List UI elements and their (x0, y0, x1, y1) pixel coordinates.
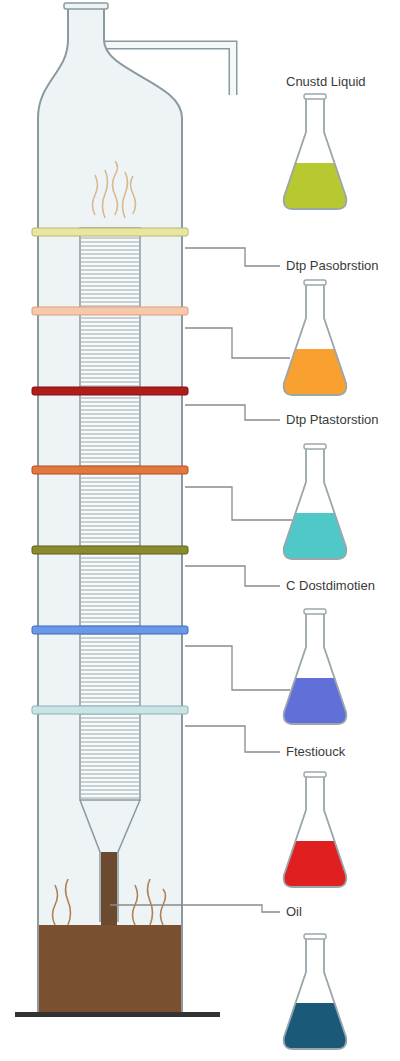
column-body (38, 5, 182, 1012)
leader-lines (110, 248, 292, 912)
flask (284, 280, 347, 395)
flask (284, 94, 347, 209)
fraction-label: Ftestiouck (284, 744, 347, 760)
pot-liquid (39, 925, 181, 1012)
base-plate (15, 1012, 220, 1017)
column-bands (32, 228, 188, 714)
column-lip (64, 3, 108, 9)
flask (284, 772, 347, 887)
flask (284, 609, 347, 724)
fraction-label: Dtp Ptastorstion (284, 412, 381, 428)
pot-vapour (53, 879, 166, 925)
liquid-stream (101, 852, 117, 927)
fraction-label: Cnustd Liquid (284, 74, 368, 90)
flask (284, 934, 347, 1049)
fraction-label: C Dostdimotien (284, 578, 377, 594)
flask (284, 444, 347, 559)
fraction-label: Dtp Pasobrstion (284, 258, 381, 274)
vapour-wisps (93, 161, 136, 218)
fraction-label: Oil (284, 904, 304, 920)
